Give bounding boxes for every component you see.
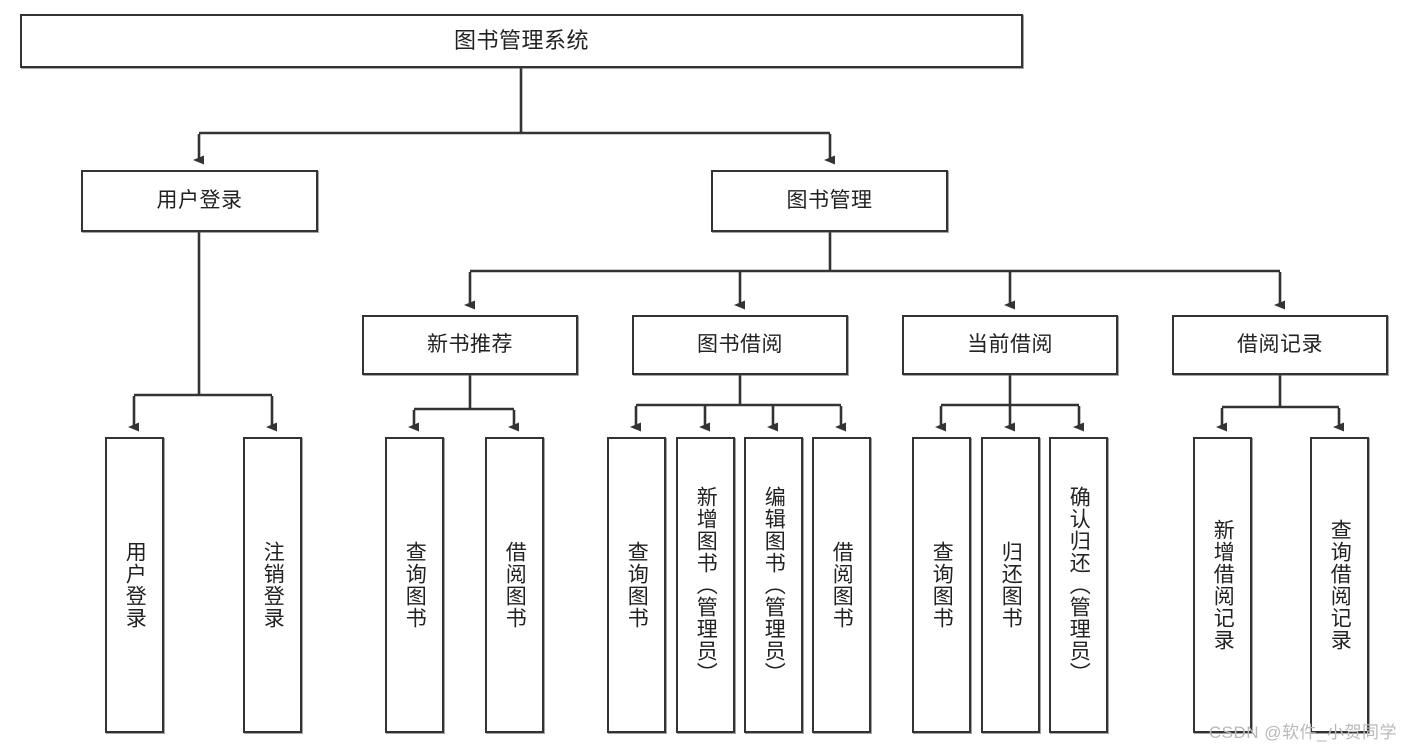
node-label: 图书管理 (786, 188, 873, 212)
node-new-book-recommend[interactable]: 新书推荐 (362, 315, 578, 375)
leaf-current-borrow-query[interactable]: 查询图书 (912, 437, 971, 733)
leaf-book-borrow-borrow[interactable]: 借阅图书 (812, 437, 871, 733)
leaf-current-borrow-confirm-return[interactable]: 确认归还（管理员） (1049, 437, 1108, 733)
node-label: 图书管理系统 (453, 28, 589, 54)
node-label: 新增图书（管理员） (694, 486, 718, 684)
node-label: 借阅图书 (503, 541, 527, 629)
node-label: 借阅记录 (1237, 332, 1323, 356)
node-book-borrow[interactable]: 图书借阅 (632, 315, 848, 375)
leaf-current-borrow-return[interactable]: 归还图书 (981, 437, 1040, 733)
node-label: 借阅图书 (830, 541, 854, 629)
watermark: CSDN @软件_小贺同学 (1208, 723, 1397, 742)
node-label: 用户登录 (123, 541, 147, 629)
leaf-book-borrow-query[interactable]: 查询图书 (607, 437, 666, 733)
node-current-borrow[interactable]: 当前借阅 (902, 315, 1118, 375)
node-label: 新书推荐 (427, 332, 513, 356)
leaf-new-book-borrow[interactable]: 借阅图书 (485, 437, 544, 733)
node-borrow-records[interactable]: 借阅记录 (1172, 315, 1388, 375)
leaf-new-book-query[interactable]: 查询图书 (385, 437, 444, 733)
node-label: 确认归还（管理员） (1067, 486, 1091, 684)
leaf-book-borrow-add[interactable]: 新增图书（管理员） (676, 437, 735, 733)
node-root-system[interactable]: 图书管理系统 (20, 14, 1023, 68)
node-label: 查询图书 (930, 541, 954, 629)
leaf-borrow-records-add[interactable]: 新增借阅记录 (1193, 437, 1252, 733)
node-label: 图书借阅 (697, 332, 783, 356)
leaf-user-login-logout[interactable]: 注销登录 (243, 437, 302, 733)
node-label: 当前借阅 (967, 332, 1053, 356)
node-label: 归还图书 (999, 541, 1023, 629)
node-user-login[interactable]: 用户登录 (81, 170, 318, 232)
node-label: 用户登录 (156, 188, 243, 212)
node-label: 查询图书 (403, 541, 427, 629)
node-label: 查询借阅记录 (1328, 519, 1352, 651)
node-label: 新增借阅记录 (1211, 519, 1235, 651)
leaf-user-login-login[interactable]: 用户登录 (105, 437, 164, 733)
leaf-book-borrow-edit[interactable]: 编辑图书（管理员） (744, 437, 803, 733)
node-label: 注销登录 (261, 541, 285, 629)
node-label: 编辑图书（管理员） (762, 486, 786, 684)
node-label: 查询图书 (625, 541, 649, 629)
node-book-management[interactable]: 图书管理 (711, 170, 948, 232)
leaf-borrow-records-query[interactable]: 查询借阅记录 (1310, 437, 1369, 733)
